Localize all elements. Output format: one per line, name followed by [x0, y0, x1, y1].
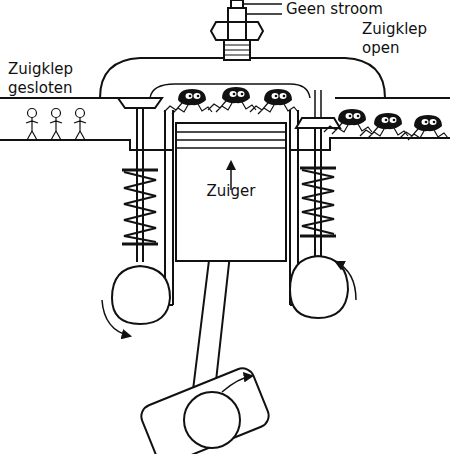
cam	[112, 266, 170, 324]
part-label: Zuiger	[177, 124, 285, 200]
cylinder-wall-end	[165, 304, 298, 306]
plug-insulator	[228, 8, 246, 22]
annotation-label: Zuigklep open	[362, 20, 448, 58]
fuel-droplet	[164, 89, 212, 114]
stick-figure	[26, 109, 38, 141]
fuel-droplet	[250, 89, 298, 114]
valve-stem	[315, 90, 321, 118]
rotation-arrow	[336, 262, 356, 300]
fuel-droplet	[208, 87, 256, 112]
fuel-droplet	[324, 109, 372, 134]
cylinder-wall	[165, 110, 298, 305]
spring-plate	[122, 170, 158, 244]
fuel-droplet	[360, 113, 408, 138]
annotation-label: Geen stroom	[286, 0, 406, 19]
spring-plate	[300, 168, 336, 236]
intake-port-left	[0, 98, 173, 150]
valve-stem	[315, 128, 321, 258]
valve-spring	[124, 172, 156, 242]
valve-spring	[302, 170, 334, 234]
stick-figure	[74, 109, 86, 141]
rotation-arrow	[222, 376, 252, 392]
crank-shaft	[184, 392, 240, 448]
valve-head-closed	[118, 98, 162, 108]
crank	[138, 365, 272, 454]
valve-head-open	[296, 118, 340, 128]
piston: Zuiger	[175, 122, 287, 262]
annotation-label: Zuigklep gesloten	[8, 60, 96, 98]
rotation-arrow	[102, 300, 130, 336]
plug-thread-lines	[224, 45, 250, 55]
wire	[244, 4, 282, 14]
plug-terminal	[231, 0, 243, 8]
fuel-droplet	[400, 115, 448, 140]
plug-thread	[224, 40, 250, 60]
plug-hex	[211, 22, 263, 40]
cam	[290, 256, 348, 318]
stick-figure	[50, 109, 62, 141]
